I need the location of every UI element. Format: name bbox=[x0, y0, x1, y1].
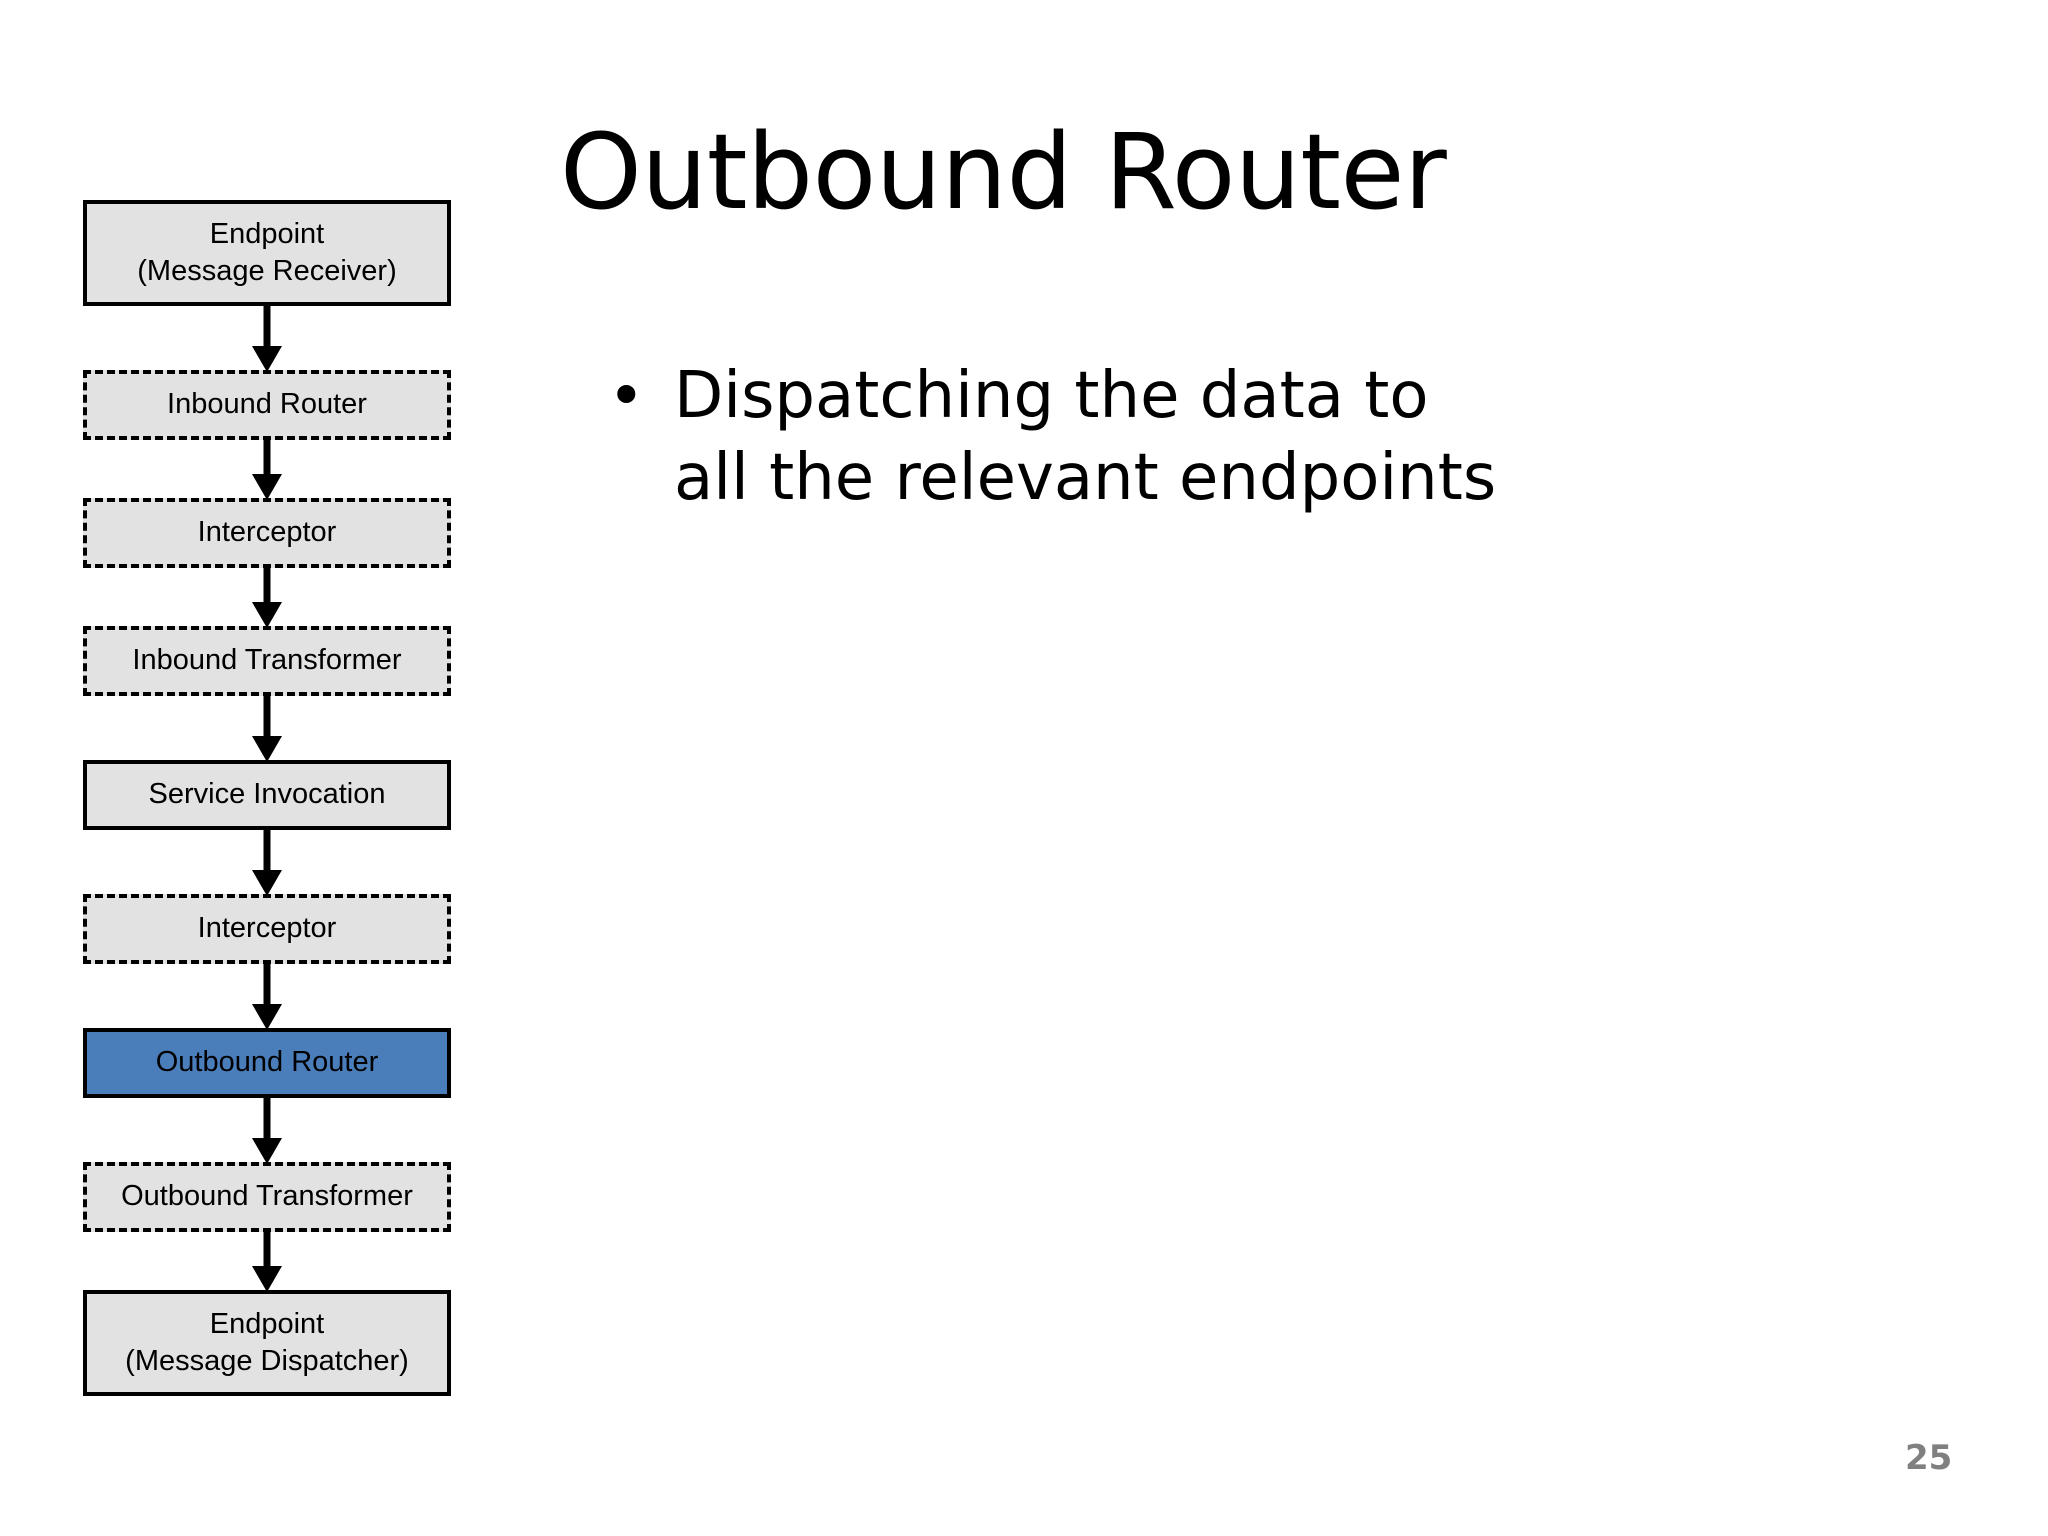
arrow-stem bbox=[263, 438, 271, 478]
arrow-head bbox=[252, 346, 282, 372]
arrow-head bbox=[252, 1138, 282, 1164]
page-number: 25 bbox=[1905, 1438, 1953, 1478]
arrow-stem bbox=[263, 1096, 271, 1142]
node-label: Interceptor bbox=[197, 516, 337, 549]
arrow-head bbox=[252, 474, 282, 500]
arrow-down-icon bbox=[83, 1230, 451, 1292]
bullet-list: • Dispatching the data to all the releva… bbox=[608, 356, 1508, 520]
node-outbound-transformer: Outbound Transformer bbox=[83, 1162, 451, 1232]
arrow-down-icon bbox=[83, 304, 451, 372]
node-interceptor-outbound: Interceptor bbox=[83, 894, 451, 964]
arrow-stem bbox=[263, 962, 271, 1008]
node-label: Outbound Transformer bbox=[121, 1180, 413, 1213]
arrow-head bbox=[252, 602, 282, 628]
node-label: Inbound Router bbox=[167, 388, 367, 421]
arrow-down-icon bbox=[83, 1096, 451, 1164]
node-outbound-router: Outbound Router bbox=[83, 1028, 451, 1098]
arrow-down-icon bbox=[83, 694, 451, 762]
arrow-head bbox=[252, 1004, 282, 1030]
arrow-head bbox=[252, 870, 282, 896]
arrow-stem bbox=[263, 1230, 271, 1270]
arrow-down-icon bbox=[83, 566, 451, 628]
bullet-text: Dispatching the data to all the relevant… bbox=[674, 359, 1497, 515]
node-label: Interceptor bbox=[197, 912, 337, 945]
arrow-down-icon bbox=[83, 438, 451, 500]
arrow-stem bbox=[263, 566, 271, 606]
node-endpoint-message-receiver: Endpoint(Message Receiver) bbox=[83, 200, 451, 306]
arrow-down-icon bbox=[83, 962, 451, 1030]
node-label: Service Invocation bbox=[148, 778, 386, 811]
node-interceptor-inbound: Interceptor bbox=[83, 498, 451, 568]
node-label: Endpoint(Message Receiver) bbox=[137, 217, 397, 287]
arrow-head bbox=[252, 736, 282, 762]
node-label: Endpoint(Message Dispatcher) bbox=[125, 1307, 409, 1377]
node-inbound-transformer: Inbound Transformer bbox=[83, 626, 451, 696]
node-inbound-router: Inbound Router bbox=[83, 370, 451, 440]
arrow-head bbox=[252, 1266, 282, 1292]
node-label: Inbound Transformer bbox=[132, 644, 402, 677]
list-item: • Dispatching the data to all the releva… bbox=[608, 356, 1508, 520]
arrow-down-icon bbox=[83, 828, 451, 896]
arrow-stem bbox=[263, 694, 271, 740]
message-pipeline-diagram: Endpoint(Message Receiver) Inbound Route… bbox=[83, 200, 451, 1396]
page-title: Outbound Router bbox=[560, 111, 1447, 233]
arrow-stem bbox=[263, 828, 271, 874]
node-endpoint-message-dispatcher: Endpoint(Message Dispatcher) bbox=[83, 1290, 451, 1396]
node-label: Outbound Router bbox=[155, 1046, 379, 1079]
bullet-point-icon: • bbox=[608, 359, 645, 432]
node-service-invocation: Service Invocation bbox=[83, 760, 451, 830]
arrow-stem bbox=[263, 304, 271, 350]
